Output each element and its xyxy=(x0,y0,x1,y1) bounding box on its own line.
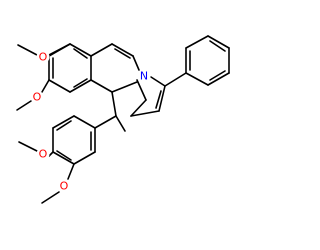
bond-line xyxy=(207,35,230,49)
bond-line xyxy=(56,150,72,161)
bond-line xyxy=(16,100,32,111)
chemical-structure-drawing: O O O O N xyxy=(16,35,230,204)
bond-line xyxy=(48,79,71,93)
bond-line xyxy=(130,99,147,117)
bond-line xyxy=(155,90,162,109)
bond-line xyxy=(111,91,117,117)
atom-n1: N xyxy=(137,69,151,83)
bond-line xyxy=(41,79,50,93)
bond-line xyxy=(69,79,92,93)
bond-line xyxy=(73,151,96,165)
bond-line xyxy=(41,191,60,204)
bond-line xyxy=(73,48,88,59)
bond-line xyxy=(207,72,230,86)
bond-line xyxy=(67,163,75,180)
bond-line xyxy=(52,151,75,165)
bond-lines xyxy=(16,35,230,204)
bond-line xyxy=(73,115,96,129)
bond-line xyxy=(69,43,92,57)
bond-line xyxy=(132,55,140,71)
bond-line xyxy=(90,43,113,57)
atom-o1-label: O xyxy=(39,51,48,64)
atom-o3: O xyxy=(36,147,50,161)
atom-o2-label: O xyxy=(33,91,42,104)
bond-line xyxy=(18,141,38,152)
bond-line xyxy=(17,44,38,56)
bond-line xyxy=(56,120,72,131)
bond-line xyxy=(90,79,113,93)
atom-o2: O xyxy=(30,90,44,104)
atom-n1-label: N xyxy=(140,70,148,83)
atom-o1: O xyxy=(36,50,50,64)
atom-o4: O xyxy=(57,179,71,193)
bond-line xyxy=(158,85,166,112)
bond-line xyxy=(150,76,166,87)
bond-line xyxy=(209,40,226,52)
bond-line xyxy=(114,48,131,59)
bond-line xyxy=(115,115,126,132)
atom-o3-label: O xyxy=(39,148,48,161)
bond-line xyxy=(111,43,134,57)
bond-line xyxy=(185,35,209,49)
bond-line xyxy=(52,115,75,129)
bond-line xyxy=(94,115,117,129)
bond-line xyxy=(48,43,71,57)
bond-line xyxy=(130,110,160,117)
atom-o4-label: O xyxy=(60,180,69,193)
bond-line xyxy=(73,78,88,88)
bond-line xyxy=(209,70,226,81)
bond-line xyxy=(48,151,54,157)
bond-line xyxy=(136,79,147,101)
bond-line xyxy=(164,72,187,87)
bond-line xyxy=(185,72,209,86)
bond-line xyxy=(111,81,138,93)
